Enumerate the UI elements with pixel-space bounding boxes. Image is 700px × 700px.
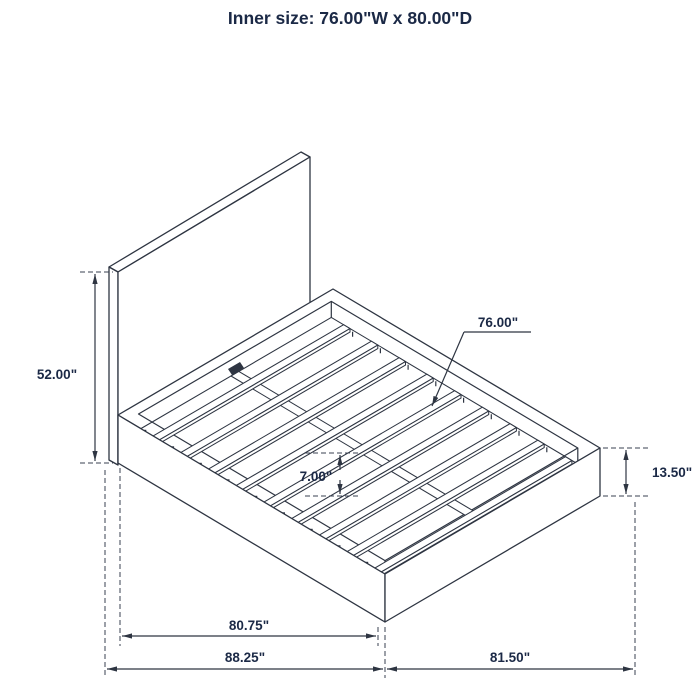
slats-group [150,324,573,578]
dim-inner-length: 80.75" [119,468,379,646]
dim-label-rail-height: 13.50" [652,465,692,480]
dim-overall-depth: 88.25" [104,470,386,678]
dim-headboard-height: 52.00" [37,271,113,464]
center-rail-bracket [228,362,244,375]
footboard-face [384,447,601,623]
dim-label-headboard-height: 52.00" [37,367,77,382]
diagram-title: Inner size: 76.00"W x 80.00"D [228,8,472,28]
dimension-annotations: 52.00" 76.00" 7.00" 13.50" [37,271,692,678]
dim-overall-width: 81.50" [387,502,636,678]
dim-label-inner-length: 80.75" [229,618,269,633]
dim-label-overall-depth: 88.25" [225,650,265,665]
dim-label-slat-gap: 7.00" [300,469,333,484]
headboard-left-edge [108,266,119,466]
dim-label-slat-length: 76.00" [478,315,518,330]
dim-label-overall-width: 81.50" [490,650,530,665]
dim-slat-gap: 7.00" [300,452,358,497]
dim-rail-height: 13.50" [603,447,692,497]
bed-drawing [108,151,601,623]
dim-slat-length: 76.00" [431,315,531,407]
